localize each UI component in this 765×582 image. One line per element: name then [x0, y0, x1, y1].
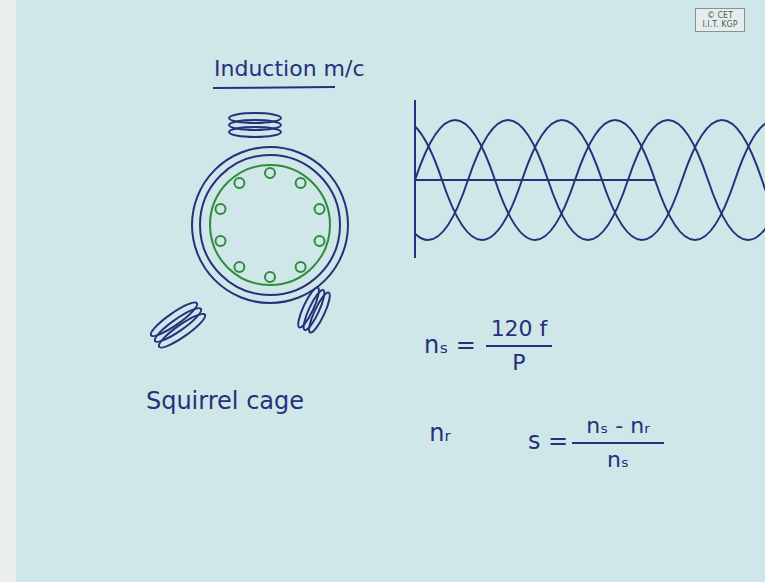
formula-denominator: P: [512, 350, 525, 375]
formula-numerator: 120 f: [491, 316, 548, 341]
fraction-bar: [486, 345, 552, 347]
three-phase-waves: [415, 120, 765, 240]
watermark-text: © CET I.I.T. KGP: [699, 11, 741, 29]
formula-numerator: nₛ - nᵣ: [586, 413, 650, 438]
stator-outer: [192, 147, 348, 303]
formula-text: nᵣ: [429, 420, 450, 448]
phase-coil: [295, 285, 334, 334]
squirrel-cage-rotor: [210, 165, 330, 285]
title-underline: [213, 87, 335, 88]
rotor-type-label: Squirrel cage: [146, 388, 304, 416]
board-edge: [0, 0, 16, 582]
stator-inner: [200, 155, 340, 295]
formula-denominator: nₛ: [607, 447, 629, 472]
phase-coil: [148, 298, 209, 351]
phase-coil: [229, 113, 281, 137]
board-title: Induction m/c: [214, 56, 365, 81]
watermark-box: © CET I.I.T. KGP: [695, 8, 745, 32]
fraction-bar: [572, 442, 664, 444]
formula-text: s =: [528, 428, 568, 456]
waveform-axes: [415, 100, 655, 258]
formula-text: nₛ =: [424, 332, 476, 360]
